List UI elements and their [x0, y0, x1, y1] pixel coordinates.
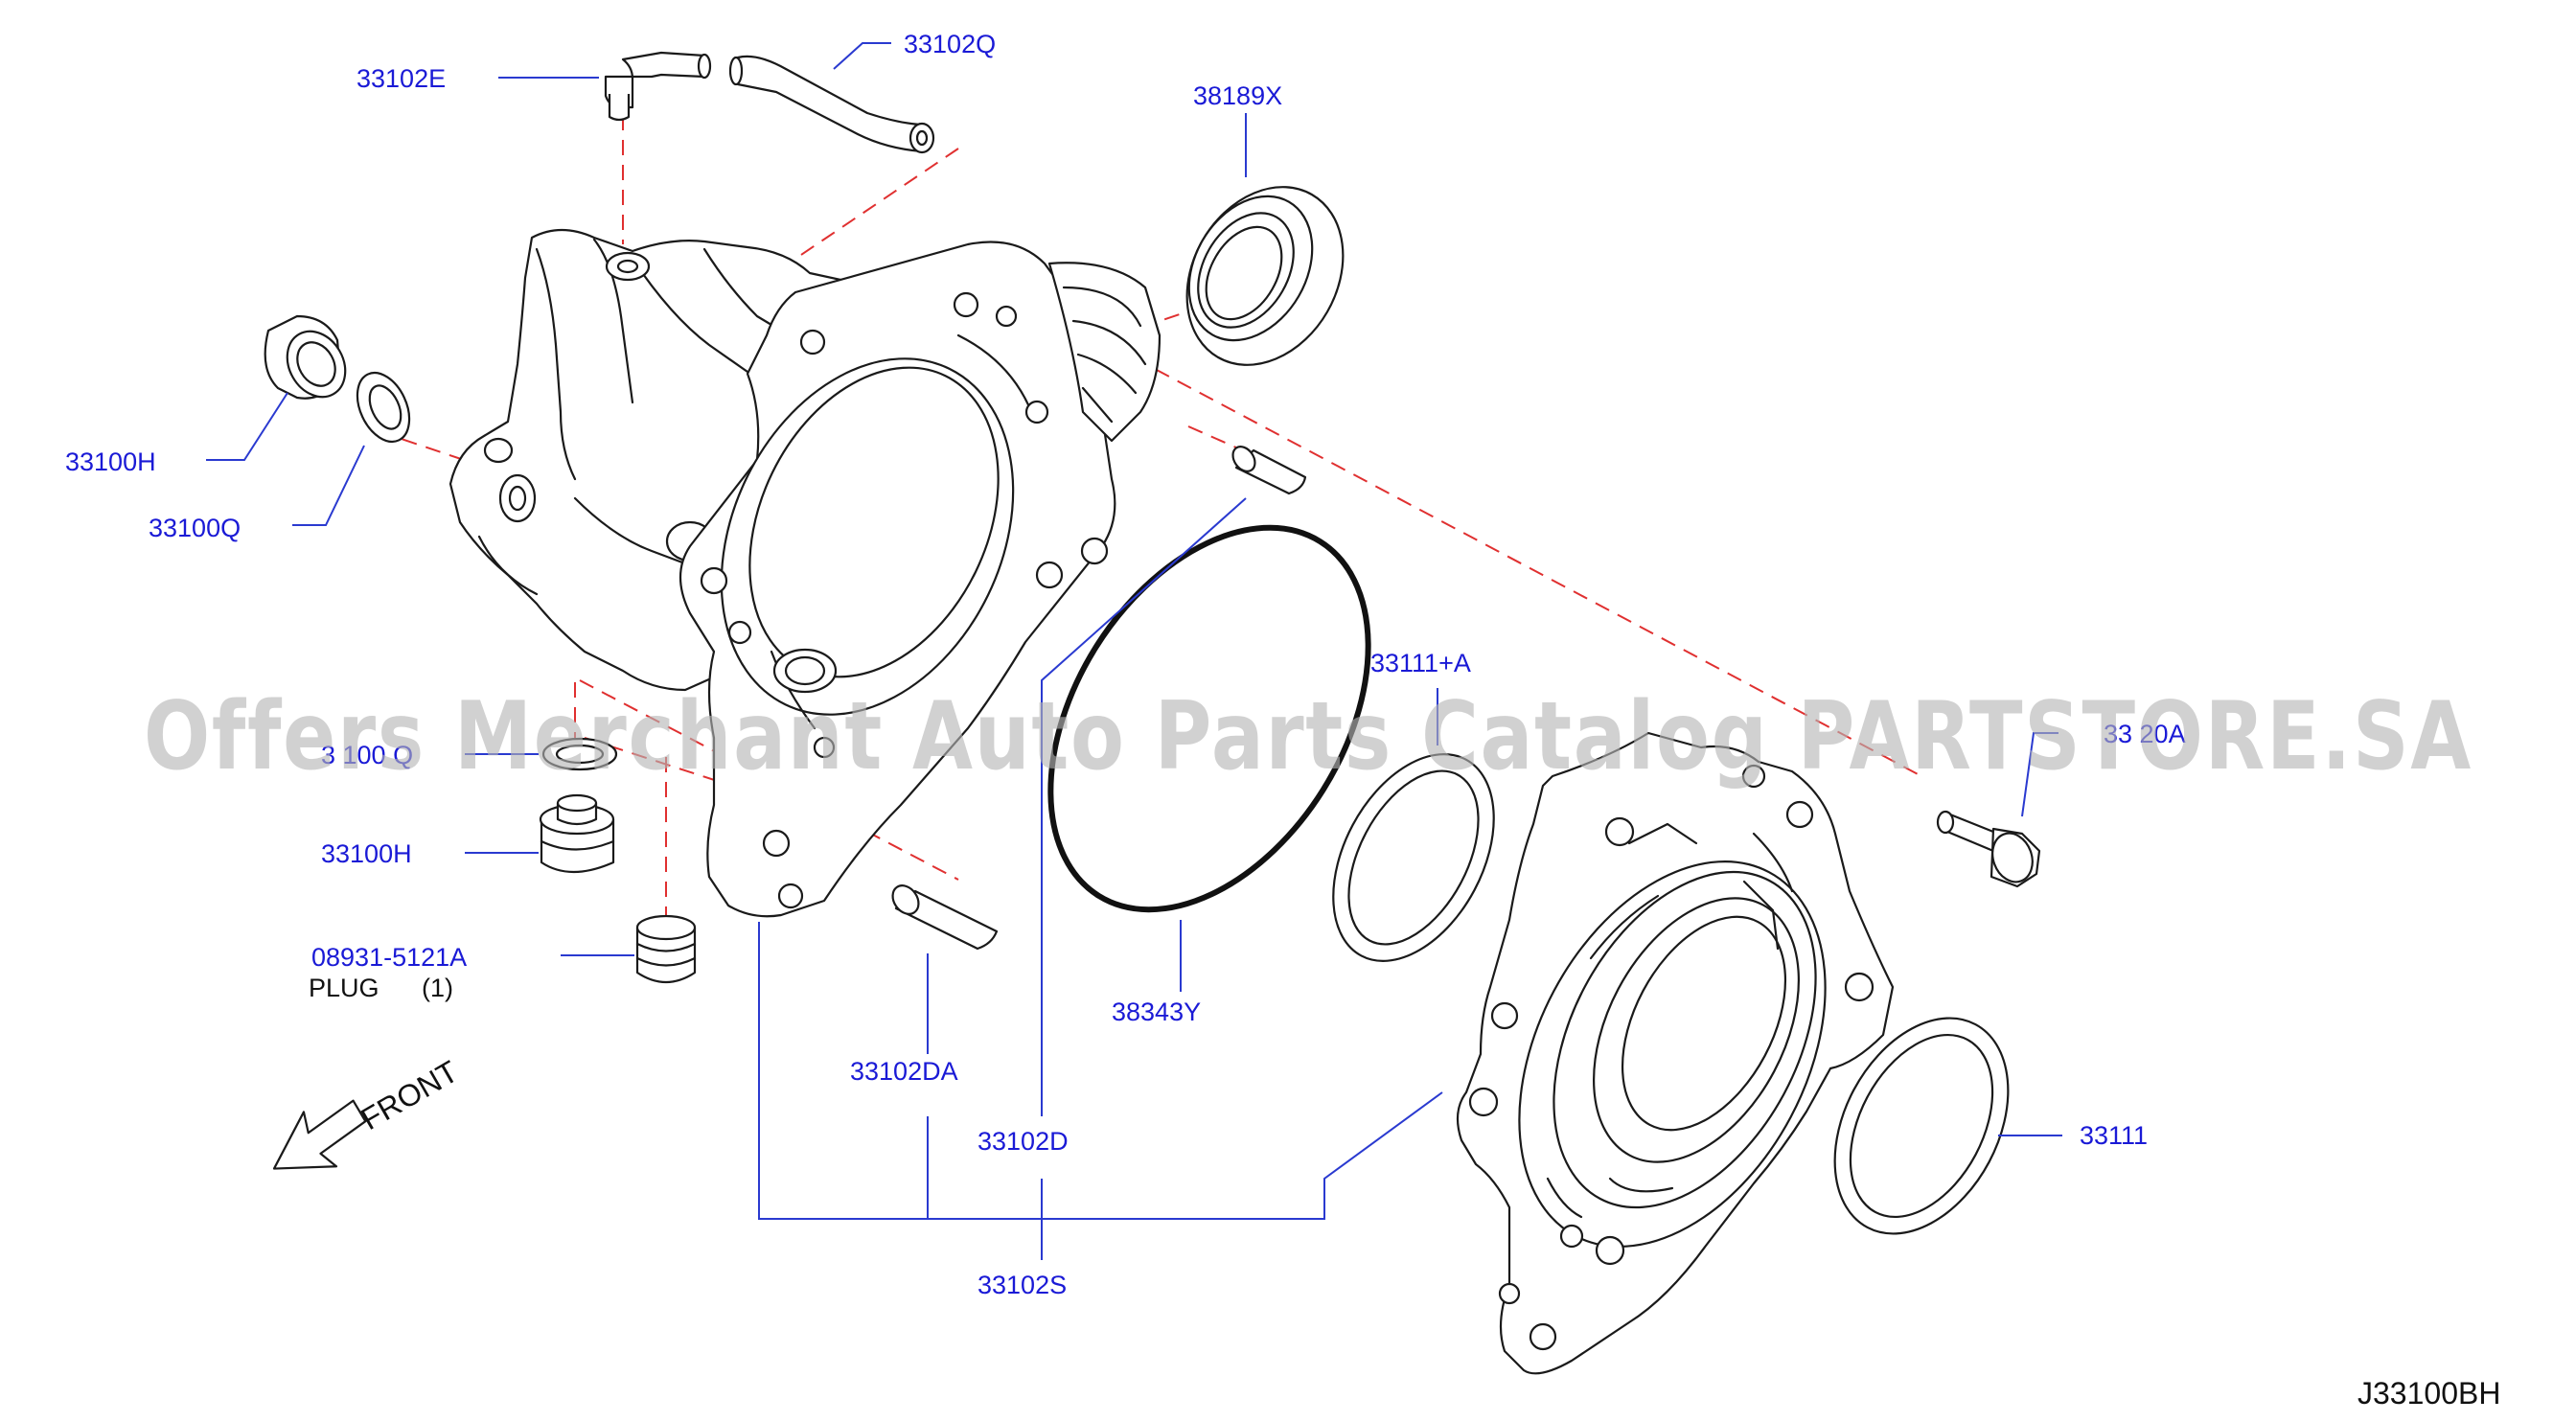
label-33111a[interactable]: 33111+A — [1370, 649, 1471, 677]
front-arrow-icon — [272, 1099, 367, 1170]
label-33120a[interactable]: 33 20A — [2104, 720, 2186, 748]
leader-lines — [206, 42, 2062, 1260]
bolt-33120a-part — [1936, 810, 2041, 888]
rear-cover-part — [1456, 731, 1895, 1375]
dowel-pin-33102da-part — [891, 884, 999, 951]
label-38189x[interactable]: 38189X — [1193, 81, 1282, 110]
label-plug: PLUG — [309, 974, 380, 1002]
dowel-pin-33102d-part — [1231, 446, 1307, 495]
oil-seal-38189x-part — [1185, 186, 1345, 366]
breather-elbow-part — [604, 51, 712, 122]
label-33100q-top[interactable]: 33100Q — [149, 514, 241, 542]
label-33102q[interactable]: 33102Q — [904, 30, 996, 58]
washer-top-part — [356, 371, 411, 444]
diagram-reference-code: J33100BH — [2358, 1376, 2500, 1411]
plug-08931-part — [635, 914, 697, 983]
label-33102s[interactable]: 33102S — [978, 1271, 1067, 1299]
differential-housing — [448, 228, 1162, 918]
front-direction-label: FRONT — [356, 1054, 464, 1136]
label-33102e[interactable]: 33102E — [356, 64, 446, 93]
filler-plug-bottom-part — [539, 793, 615, 874]
label-33111[interactable]: 33111 — [2080, 1121, 2148, 1150]
label-08931-5121a[interactable]: 08931-5121A — [311, 943, 467, 972]
label-38343y[interactable]: 38343Y — [1112, 998, 1201, 1026]
label-33100h-top[interactable]: 33100H — [65, 447, 156, 476]
o-ring-38343y-part — [1047, 524, 1371, 913]
washer-bottom-part — [541, 737, 618, 771]
breather-hose-part — [728, 55, 935, 154]
seal-ring-33111-part — [1833, 1017, 2010, 1235]
label-33100q-bottom[interactable]: 3 100 Q — [321, 741, 413, 769]
label-33102d[interactable]: 33102D — [978, 1127, 1069, 1156]
watermark-text: Offers Merchant Auto Parts Catalog PARTS… — [144, 682, 2472, 791]
part-labels: 33102E 33102Q 38189X 33100H 33100Q 33111… — [65, 30, 2186, 1299]
label-33100h-bottom[interactable]: 33100H — [321, 839, 412, 868]
label-plug-quantity: (1) — [422, 974, 453, 1002]
drain-plug-top-part — [264, 314, 347, 400]
ring-33111a-part — [1332, 753, 1495, 962]
label-33102da[interactable]: 33102DA — [850, 1057, 958, 1086]
